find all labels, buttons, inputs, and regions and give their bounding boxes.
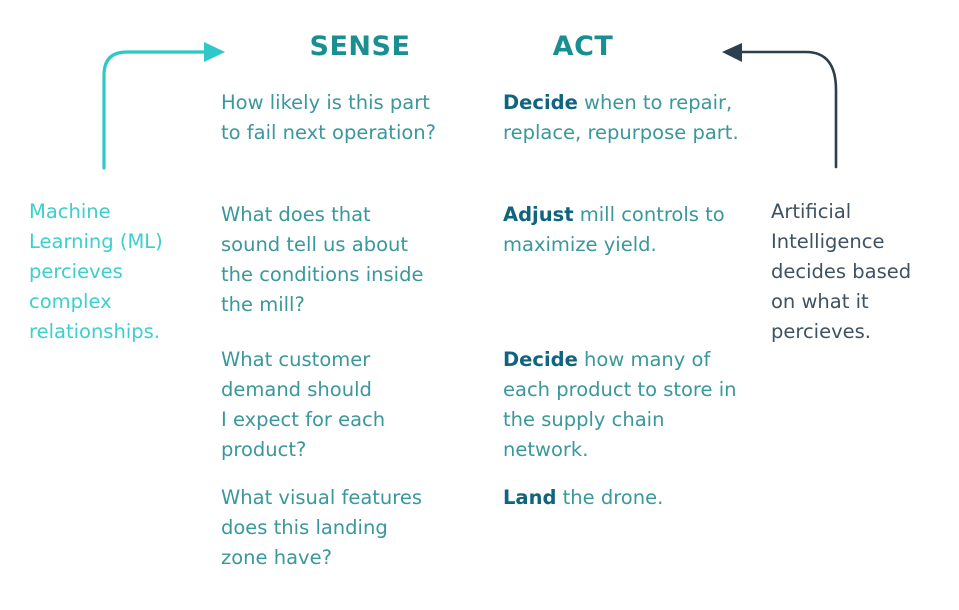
act-column: ACT Decide when to repair, replace, repu… (503, 31, 758, 509)
ai-line-1: Artificial (771, 200, 852, 223)
sense-p4-line-1: What visual features (221, 486, 423, 509)
sense-paragraph-3: What customer demand should I expect for… (221, 345, 483, 465)
sense-p2-line-3: the conditions inside (221, 263, 424, 286)
sense-paragraph-4: What visual features does this landing z… (221, 483, 483, 573)
ai-line-2: Intelligence (771, 230, 885, 253)
sense-p3-line-4: product? (221, 438, 307, 461)
act-paragraph-1: Decide when to repair, replace, repurpos… (503, 88, 753, 148)
sense-column: SENSE How likely is this part to fail ne… (221, 31, 486, 569)
act-p3-lead: Decide (503, 348, 578, 371)
act-p2-rest: mill controls to maximize yield. (503, 203, 725, 256)
act-p4-rest: the drone. (556, 486, 664, 509)
act-p4-lead: Land (503, 486, 557, 509)
sense-p2-line-2: sound tell us about (221, 233, 409, 256)
sense-p3-line-3: I expect for each (221, 408, 386, 431)
ml-line-4: complex (29, 290, 112, 313)
sense-p1-line-2: to fail next operation? (221, 121, 436, 144)
act-paragraph-2: Adjust mill controls to maximize yield. (503, 200, 753, 260)
act-heading: ACT (552, 31, 614, 62)
sense-p2-line-4: the mill? (221, 293, 305, 316)
ml-line-1: Machine (29, 200, 111, 223)
sense-p4-line-2: does this landing (221, 516, 388, 539)
machine-learning-column: Machine Learning (ML) percieves complex … (29, 197, 204, 347)
artificial-intelligence-caption: Artificial Intelligence decides based on… (771, 197, 946, 347)
ai-line-5: percieves. (771, 320, 871, 343)
sense-p1-line-1: How likely is this part (221, 91, 430, 114)
sense-heading: SENSE (309, 31, 411, 62)
sense-p4-line-3: zone have? (221, 546, 332, 569)
sense-paragraph-1: How likely is this part to fail next ope… (221, 88, 483, 148)
sense-p3-line-2: demand should (221, 378, 372, 401)
sense-paragraph-2: What does that sound tell us about the c… (221, 200, 483, 320)
ml-line-5: relationships. (29, 320, 160, 343)
sense-p2-line-1: What does that (221, 203, 371, 226)
sense-p3-line-1: What customer (221, 348, 371, 371)
ml-line-2: Learning (ML) (29, 230, 163, 253)
machine-learning-caption: Machine Learning (ML) percieves complex … (29, 197, 204, 347)
ai-line-4: on what it (771, 290, 869, 313)
act-p1-lead: Decide (503, 91, 578, 114)
act-p3-rest: how many of each product to store in the… (503, 348, 737, 461)
ml-to-sense-arrow (102, 42, 225, 170)
ai-line-3: decides based (771, 260, 912, 283)
artificial-intelligence-column: Artificial Intelligence decides based on… (771, 197, 946, 347)
ml-line-3: percieves (29, 260, 123, 283)
act-paragraph-4: Land the drone. (503, 483, 753, 513)
act-paragraph-3: Decide how many of each product to store… (503, 345, 753, 465)
act-p1-rest: when to repair, replace, repurpose part. (503, 91, 739, 144)
act-p2-lead: Adjust (503, 203, 574, 226)
